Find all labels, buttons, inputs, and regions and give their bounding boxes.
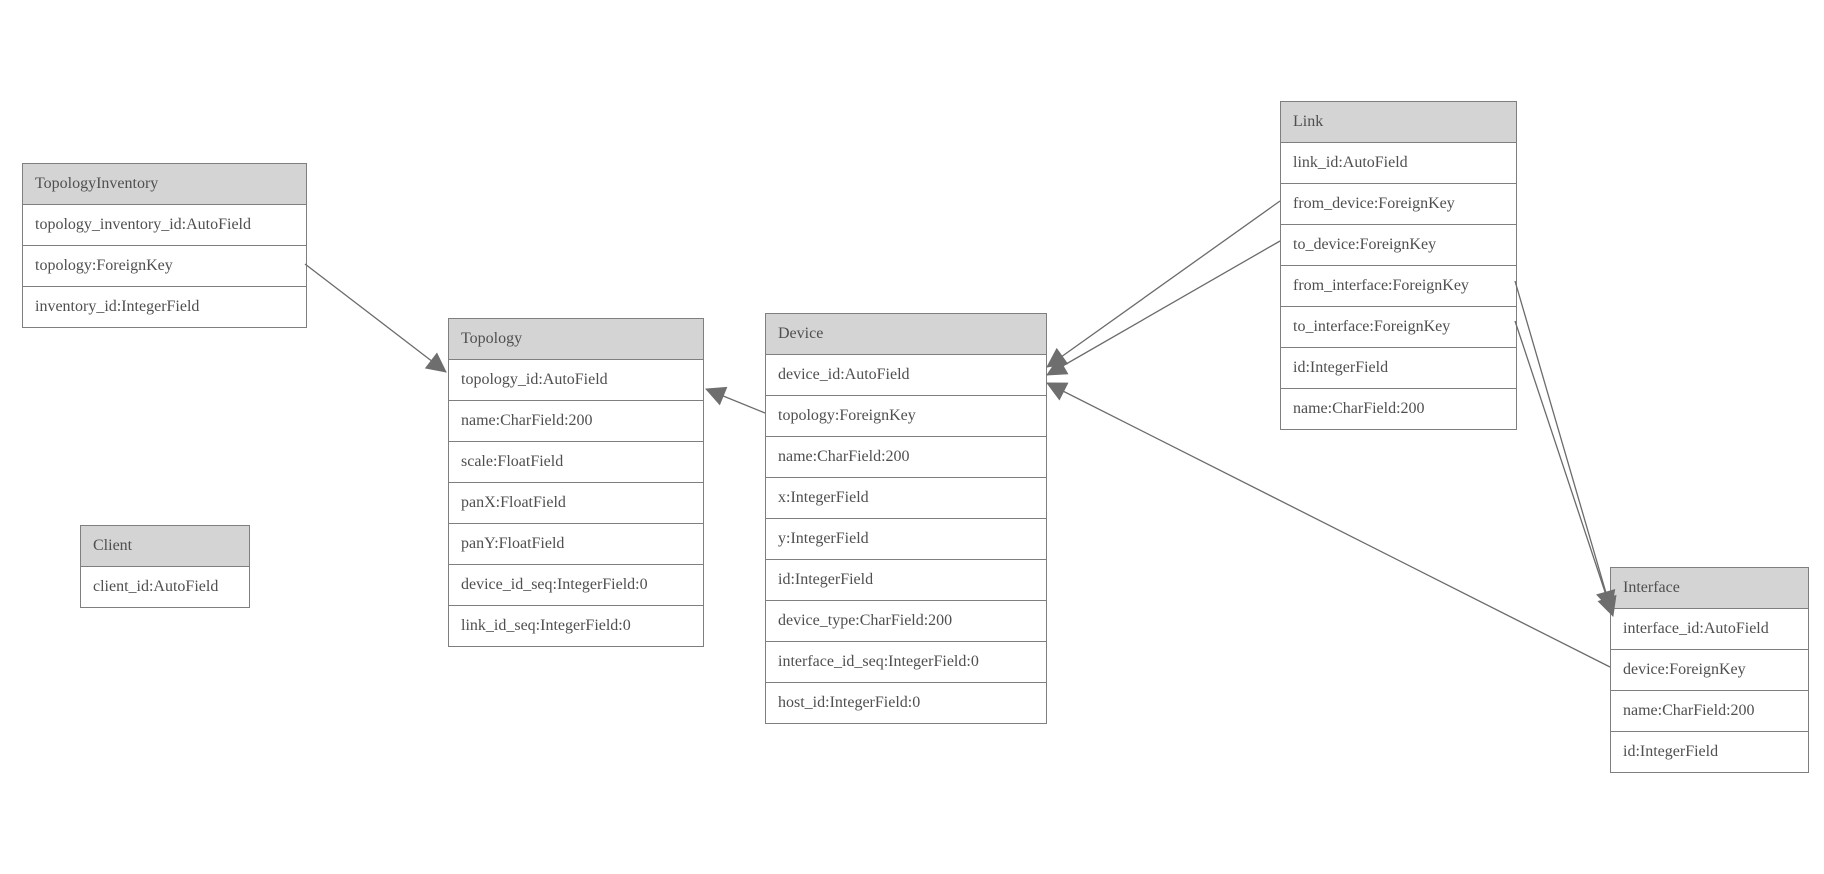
- entity-title-topology: Topology: [449, 319, 703, 359]
- entity-title-link: Link: [1281, 102, 1516, 142]
- entity-field: interface_id_seq:IntegerField:0: [766, 641, 1046, 682]
- entity-field: topology_inventory_id:AutoField: [23, 204, 306, 245]
- entity-field: name:CharField:200: [766, 436, 1046, 477]
- entity-field: link_id_seq:IntegerField:0: [449, 605, 703, 646]
- entity-field: panX:FloatField: [449, 482, 703, 523]
- entity-field: device_id:AutoField: [766, 354, 1046, 395]
- entity-field: topology:ForeignKey: [23, 245, 306, 286]
- entity-field: device_type:CharField:200: [766, 600, 1046, 641]
- entity-field: device_id_seq:IntegerField:0: [449, 564, 703, 605]
- entity-field: x:IntegerField: [766, 477, 1046, 518]
- entity-field: name:CharField:200: [1281, 388, 1516, 429]
- entity-field: panY:FloatField: [449, 523, 703, 564]
- entity-field: client_id:AutoField: [81, 566, 249, 607]
- entity-title-topology-inventory: TopologyInventory: [23, 164, 306, 204]
- entity-field: name:CharField:200: [449, 400, 703, 441]
- entity-field: from_interface:ForeignKey: [1281, 265, 1516, 306]
- entity-field: inventory_id:IntegerField: [23, 286, 306, 327]
- entity-field: name:CharField:200: [1611, 690, 1808, 731]
- entity-field: host_id:IntegerField:0: [766, 682, 1046, 723]
- entity-field: topology:ForeignKey: [766, 395, 1046, 436]
- entity-field: id:IntegerField: [1611, 731, 1808, 772]
- entity-field: y:IntegerField: [766, 518, 1046, 559]
- entity-title-client: Client: [81, 526, 249, 566]
- entity-field: to_device:ForeignKey: [1281, 224, 1516, 265]
- entity-field: id:IntegerField: [1281, 347, 1516, 388]
- entity-title-device: Device: [766, 314, 1046, 354]
- entity-field: id:IntegerField: [766, 559, 1046, 600]
- entity-field: link_id:AutoField: [1281, 142, 1516, 183]
- entity-field: interface_id:AutoField: [1611, 608, 1808, 649]
- entity-field: topology_id:AutoField: [449, 359, 703, 400]
- entity-field: scale:FloatField: [449, 441, 703, 482]
- entity-field: device:ForeignKey: [1611, 649, 1808, 690]
- entity-title-interface: Interface: [1611, 568, 1808, 608]
- entity-field: from_device:ForeignKey: [1281, 183, 1516, 224]
- entity-field: to_interface:ForeignKey: [1281, 306, 1516, 347]
